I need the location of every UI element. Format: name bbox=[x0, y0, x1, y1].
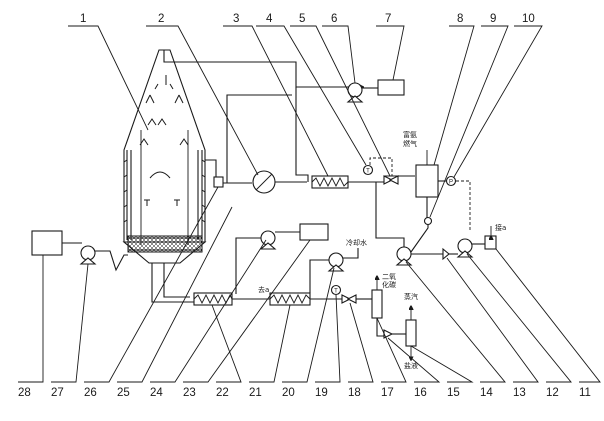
separator-8 bbox=[415, 150, 439, 198]
svg-text:T: T bbox=[366, 169, 370, 175]
callout-11: 11 bbox=[579, 387, 591, 399]
pump-12[interactable] bbox=[456, 238, 474, 258]
callout-7: 7 bbox=[385, 13, 391, 25]
temperature-gauge-4: T bbox=[362, 164, 374, 176]
callout-25: 25 bbox=[117, 387, 130, 399]
check-valve-9[interactable] bbox=[423, 216, 433, 226]
callout-5: 5 bbox=[299, 13, 305, 25]
tank-11 bbox=[484, 235, 497, 250]
callout-8: 8 bbox=[457, 13, 463, 25]
pump-27[interactable] bbox=[79, 245, 97, 265]
callout-23: 23 bbox=[183, 387, 196, 399]
stream-cold-water: 冷却水 bbox=[346, 238, 367, 247]
stream-steam: 蒸汽 bbox=[404, 292, 418, 301]
svg-text:P: P bbox=[449, 180, 453, 186]
callout-1: 1 bbox=[80, 13, 86, 25]
callout-28: 28 bbox=[18, 387, 31, 399]
tank-23 bbox=[299, 223, 329, 241]
spray-nozzles bbox=[139, 75, 189, 206]
callout-10: 10 bbox=[522, 13, 535, 25]
tank-7 bbox=[377, 79, 405, 96]
callouts-top: 1 2 3 4 5 6 7 8 9 10 bbox=[68, 13, 543, 218]
pump-20[interactable] bbox=[327, 252, 345, 272]
crystallizer-vessel bbox=[122, 49, 207, 264]
stream-to-a: 去a bbox=[258, 285, 269, 294]
callout-18: 18 bbox=[348, 387, 361, 399]
temperature-gauge-19: T bbox=[330, 284, 342, 296]
callout-24: 24 bbox=[150, 387, 163, 399]
callout-17: 17 bbox=[381, 387, 394, 399]
callout-20: 20 bbox=[282, 387, 295, 399]
reactor-17 bbox=[371, 289, 383, 319]
callout-4: 4 bbox=[266, 13, 273, 25]
callout-19: 19 bbox=[315, 387, 328, 399]
valve-5[interactable] bbox=[383, 175, 399, 185]
recirculation-loop bbox=[205, 87, 415, 194]
callout-13: 13 bbox=[513, 387, 526, 399]
callouts-bottom: 28 27 26 25 24 23 22 21 20 19 18 17 16 1… bbox=[18, 186, 601, 399]
heat-exchanger-3 bbox=[311, 175, 349, 189]
pump-24[interactable] bbox=[259, 230, 277, 250]
heat-exchanger-22 bbox=[193, 292, 233, 306]
callout-9: 9 bbox=[490, 13, 496, 25]
stream-carbon-dioxide-line2: 化碳 bbox=[382, 280, 396, 289]
check-valve-13[interactable] bbox=[442, 247, 450, 261]
callout-15: 15 bbox=[447, 387, 460, 399]
distributor-26 bbox=[213, 176, 224, 188]
callout-14: 14 bbox=[480, 387, 493, 399]
pump-14[interactable] bbox=[395, 246, 413, 266]
heat-exchanger-21 bbox=[269, 292, 311, 306]
callout-6: 6 bbox=[331, 13, 337, 25]
stream-ammonia-rich-gas: 富氨 bbox=[403, 130, 417, 139]
callout-22: 22 bbox=[216, 387, 229, 399]
svg-text:T: T bbox=[334, 289, 338, 295]
callout-3: 3 bbox=[233, 13, 239, 25]
stream-ammonia-rich-gas-line2: 燃气 bbox=[403, 139, 417, 148]
stream-carbon-dioxide: 二氧 bbox=[382, 272, 396, 281]
callout-27: 27 bbox=[51, 387, 64, 399]
stream-brine: 盐液 bbox=[404, 361, 418, 370]
valve-18[interactable] bbox=[341, 294, 357, 304]
pump-6[interactable] bbox=[346, 82, 364, 103]
tank-28 bbox=[31, 230, 63, 256]
callout-16: 16 bbox=[414, 387, 427, 399]
stream-connect-a: 接a bbox=[495, 223, 506, 232]
callout-2: 2 bbox=[158, 13, 164, 25]
callout-12: 12 bbox=[546, 387, 559, 399]
callout-21: 21 bbox=[249, 387, 262, 399]
pressure-gauge: P bbox=[445, 175, 457, 187]
callout-26: 26 bbox=[84, 387, 97, 399]
top-vent-line bbox=[163, 50, 363, 87]
separator-15 bbox=[405, 319, 417, 347]
